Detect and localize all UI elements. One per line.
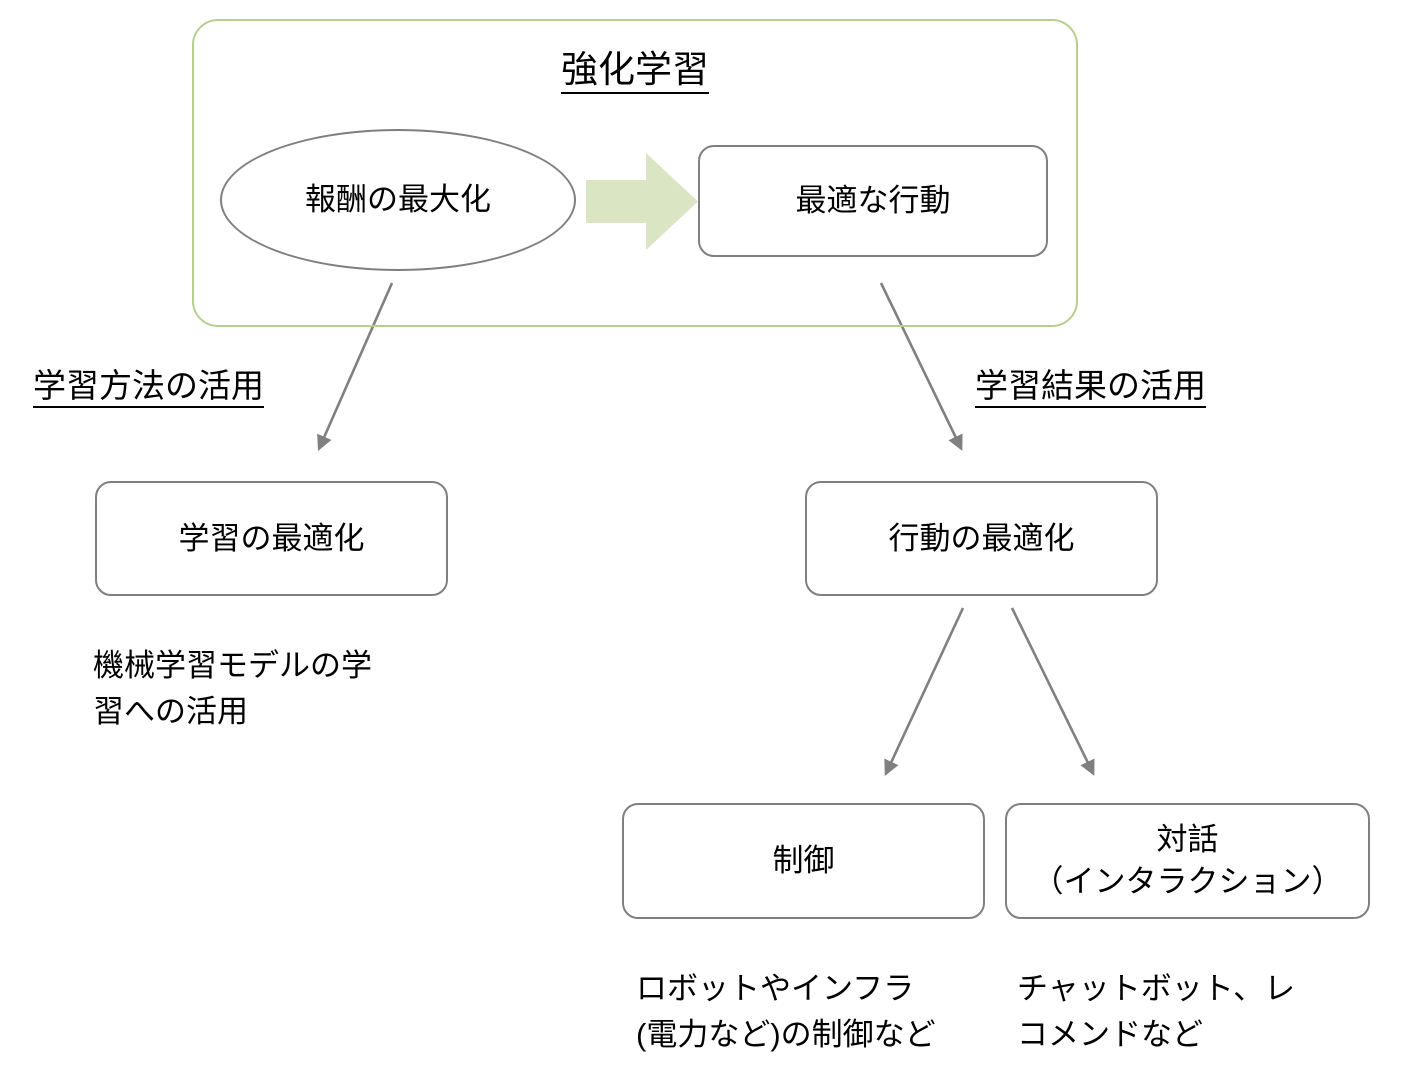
node-reward-maximization[interactable]: 報酬の最大化 <box>220 129 576 271</box>
reinforcement-learning-group <box>192 19 1078 327</box>
node-interaction-label: 対話 （インタラクション） <box>1032 822 1343 899</box>
caption-control: ロボットやインフラ (電力など)の制御など <box>636 971 936 1052</box>
node-control[interactable]: 制御 <box>622 803 985 919</box>
label-learning-method-use-text: 学習方法の活用 <box>33 367 264 408</box>
node-interaction[interactable]: 対話 （インタラクション） <box>1005 803 1370 919</box>
node-learning-optimization[interactable]: 学習の最適化 <box>95 481 448 596</box>
group-title: 強化学習 <box>192 47 1078 94</box>
label-learning-result-use-text: 学習結果の活用 <box>975 367 1206 408</box>
group-title-text: 強化学習 <box>561 49 709 94</box>
node-optimal-action[interactable]: 最適な行動 <box>698 145 1048 257</box>
node-optimal-action-label: 最適な行動 <box>795 183 951 218</box>
label-learning-method-use: 学習方法の活用 <box>33 365 264 408</box>
caption-learning-optimization: 機械学習モデルの学 習への活用 <box>93 648 372 729</box>
connector-action-opt-to-interaction <box>1010 607 1095 776</box>
caption-interaction: チャットボット、レ コメンドなど <box>1017 971 1296 1052</box>
block-arrow-icon <box>586 153 698 250</box>
node-control-label: 制御 <box>772 843 835 878</box>
label-learning-result-use: 学習結果の活用 <box>975 365 1206 408</box>
node-action-optimization-label: 行動の最適化 <box>888 520 1075 556</box>
node-learning-optimization-label: 学習の最適化 <box>178 520 365 556</box>
node-action-optimization[interactable]: 行動の最適化 <box>805 481 1158 596</box>
node-reward-maximization-label: 報酬の最大化 <box>305 182 491 217</box>
connector-action-opt-to-control <box>884 607 965 776</box>
